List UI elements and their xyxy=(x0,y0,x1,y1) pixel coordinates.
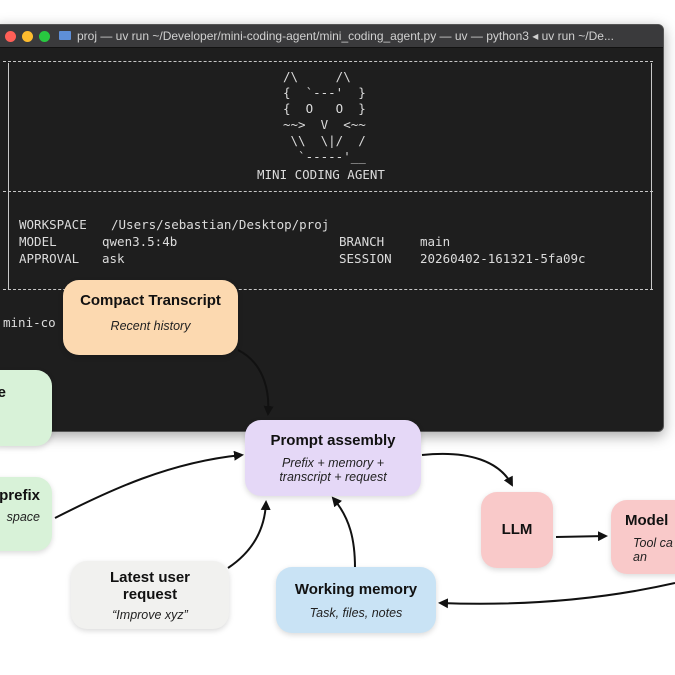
close-window-button[interactable] xyxy=(5,31,16,42)
workspace-label: WORKSPACE xyxy=(19,217,87,232)
working-memory-subtitle: Task, files, notes xyxy=(309,606,403,620)
banner-title: MINI CODING AGENT xyxy=(257,167,385,182)
arrow-prefix-to-prompt xyxy=(54,450,244,519)
folder-icon xyxy=(59,31,71,40)
prompt-assembly-title: Prompt assembly xyxy=(270,432,396,449)
branch-label: BRANCH xyxy=(339,234,385,249)
prompt-assembly-subtitle: Prefix + memory + transcript + request xyxy=(279,456,387,484)
zoom-window-button[interactable] xyxy=(39,31,50,42)
arrow-transcript-to-prompt xyxy=(237,349,274,416)
stable-prefix-title: prefix xyxy=(0,487,40,504)
model-output-box: Model Tool ca an xyxy=(611,500,675,574)
banner-border-left xyxy=(8,63,9,289)
model-value: qwen3.5:4b xyxy=(102,234,178,249)
terminal-window: proj — uv run ~/Developer/mini-coding-ag… xyxy=(0,24,664,432)
approval-value: ask xyxy=(102,251,125,266)
banner-border-middle xyxy=(3,191,653,192)
left-partial-box-title: e xyxy=(0,384,6,401)
stable-prefix-box: prefix space xyxy=(0,477,52,551)
working-memory-box: Working memory Task, files, notes xyxy=(276,567,436,633)
stable-prefix-subtitle: space xyxy=(6,510,40,524)
arrow-memory-to-prompt xyxy=(331,496,356,569)
latest-user-request-box: Latest user request “Improve xyz” xyxy=(71,561,229,629)
llm-box: LLM xyxy=(481,492,553,568)
banner-border-bottom xyxy=(3,289,653,290)
llm-title: LLM xyxy=(501,521,533,538)
model-output-title: Model xyxy=(625,512,669,529)
compact-transcript-title: Compact Transcript xyxy=(80,292,221,309)
terminal-title: proj — uv run ~/Developer/mini-coding-ag… xyxy=(77,29,614,43)
compact-transcript-box: Compact Transcript Recent history xyxy=(63,280,238,355)
compact-transcript-subtitle: Recent history xyxy=(110,319,191,333)
session-value: 20260402-161321-5fa09c xyxy=(420,251,586,266)
banner-border-right xyxy=(651,63,652,289)
approval-label: APPROVAL xyxy=(19,251,80,266)
banner-border-top xyxy=(3,61,653,62)
arrow-llm-to-model xyxy=(555,531,608,542)
branch-value: main xyxy=(420,234,451,249)
session-label: SESSION xyxy=(339,251,392,266)
model-label: MODEL xyxy=(19,234,57,249)
arrow-prompt-to-llm xyxy=(421,452,513,487)
terminal-prompt[interactable]: mini-co xyxy=(3,315,56,330)
latest-user-request-title: Latest user request xyxy=(109,569,191,603)
minimize-window-button[interactable] xyxy=(22,31,33,42)
latest-user-request-subtitle: “Improve xyz” xyxy=(112,608,188,622)
ascii-logo: /\ /\ { `---' } { O O } ~~> V <~~ \\ \|/… xyxy=(283,69,366,164)
left-partial-box: e xyxy=(0,370,52,446)
model-output-subtitle: Tool ca an xyxy=(633,536,673,564)
prompt-assembly-box: Prompt assembly Prefix + memory + transc… xyxy=(245,420,421,496)
terminal-titlebar: proj — uv run ~/Developer/mini-coding-ag… xyxy=(0,25,663,48)
arrow-request-to-prompt xyxy=(227,500,271,569)
working-memory-title: Working memory xyxy=(294,581,418,598)
arrow-model-to-memory xyxy=(438,582,675,609)
workspace-value: /Users/sebastian/Desktop/proj xyxy=(111,217,330,232)
